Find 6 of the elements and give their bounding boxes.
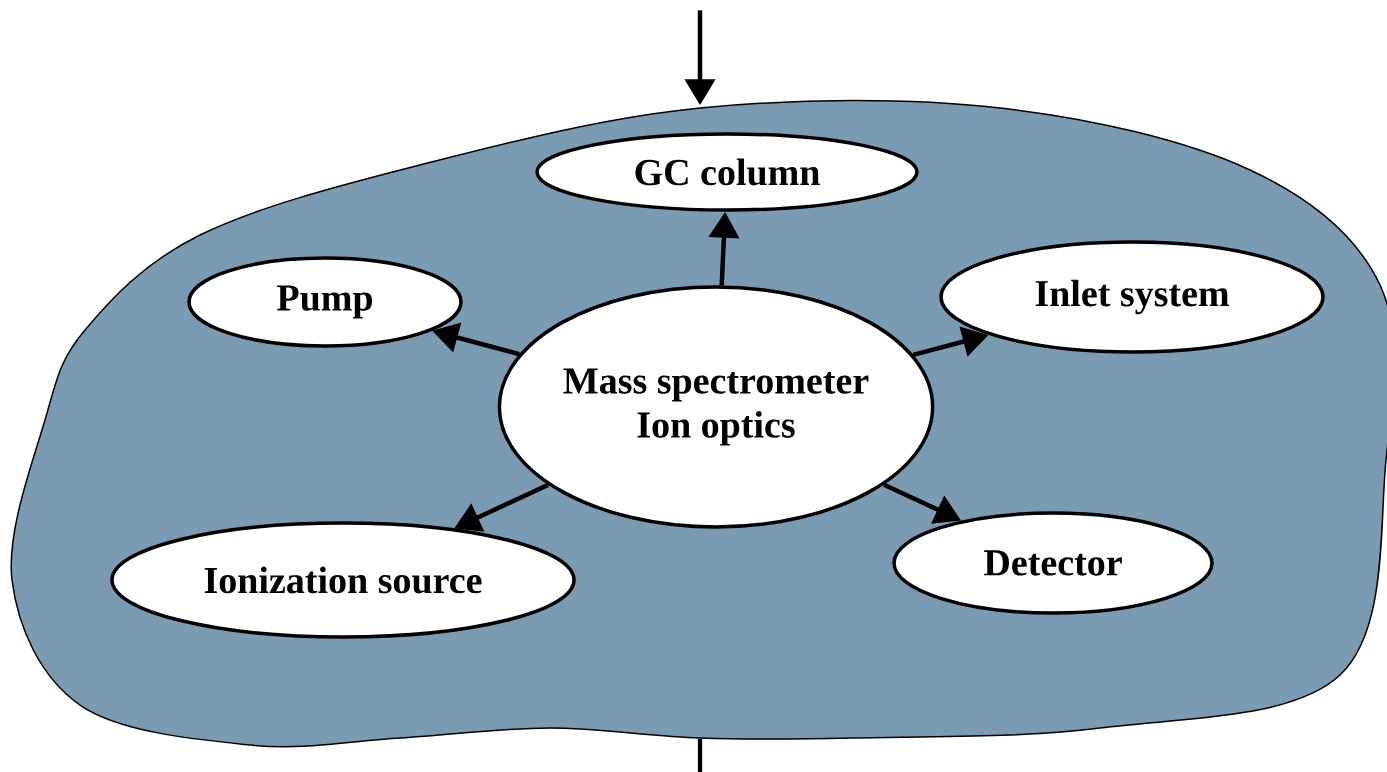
ellipse-node: Mass spectrometer Ion optics — [497, 285, 935, 529]
ellipse-node: Pump — [187, 256, 463, 348]
ellipse-node: Detector — [892, 511, 1214, 615]
ellipse-node: GC column — [535, 132, 919, 212]
ellipse-node: Ionization source — [110, 521, 576, 639]
ellipse-node: Inlet system — [939, 240, 1325, 354]
